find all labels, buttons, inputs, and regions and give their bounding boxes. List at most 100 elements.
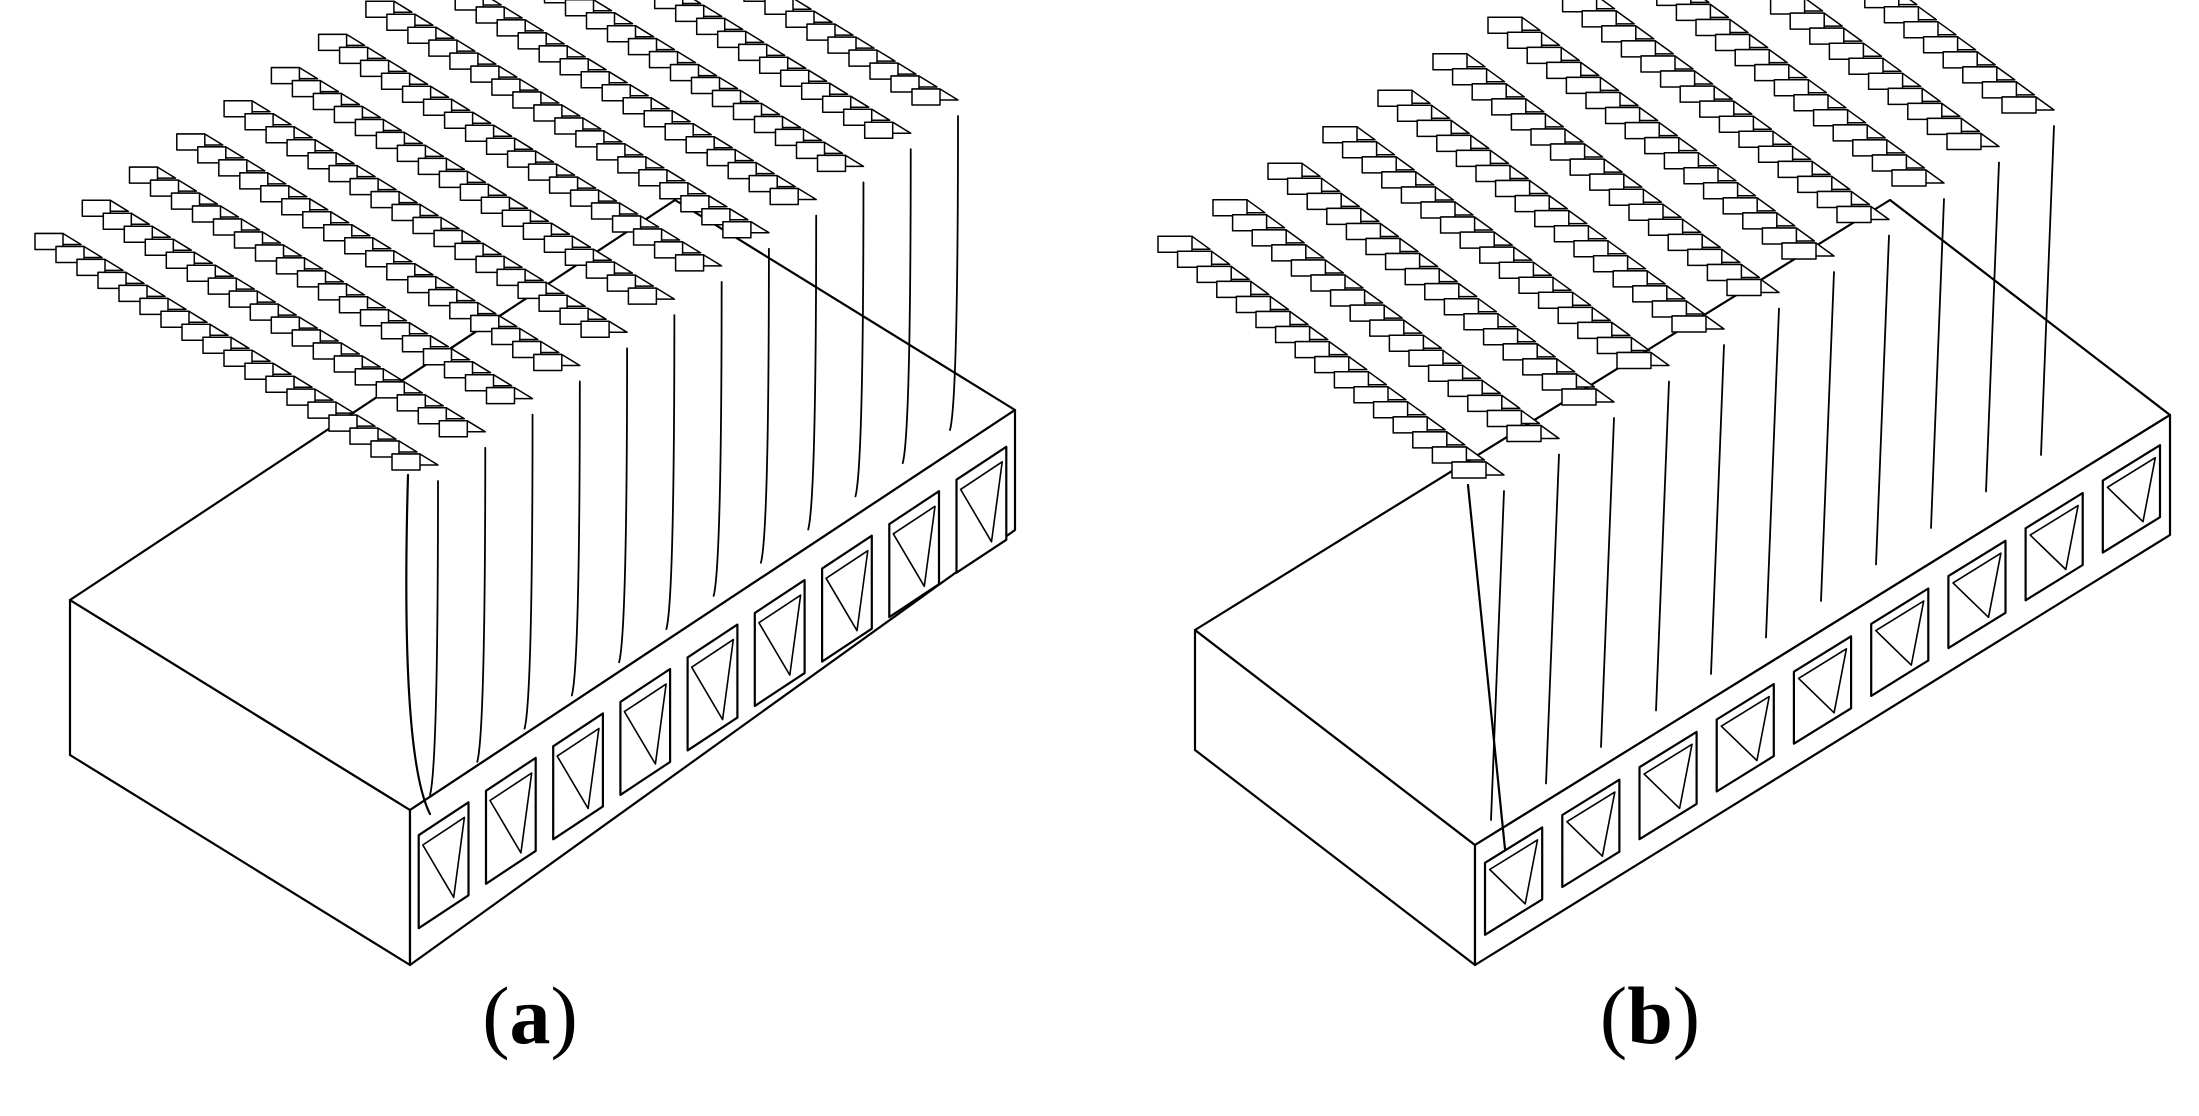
fin-face: [1907, 102, 1943, 121]
fin-face: [1569, 158, 1605, 176]
fin-row-curved-edge: [949, 115, 959, 431]
fin-face: [1353, 386, 1389, 404]
channel-web-triangle: [421, 816, 466, 899]
caption-b: (b): [1600, 975, 1700, 1057]
fin-face: [1852, 139, 1888, 157]
fin-face: [1322, 126, 1358, 144]
channel-web-triangle: [1952, 552, 2002, 619]
fin-face: [1577, 321, 1613, 340]
fin-face: [1742, 212, 1778, 230]
fin-face: [1467, 394, 1503, 413]
fin-face: [1329, 289, 1366, 307]
fin-face: [1754, 63, 1790, 82]
fin-face: [2001, 96, 2037, 114]
fin-face: [1773, 78, 1810, 97]
fin-face: [1431, 446, 1468, 464]
fin-face: [1903, 21, 1939, 39]
fin-face: [1271, 244, 1307, 262]
fin-face: [1726, 278, 1762, 297]
channel-web-triangle: [489, 772, 533, 854]
fin-face: [1404, 267, 1440, 286]
channel-web-triangle: [1720, 695, 1770, 762]
fin-face: [1424, 282, 1460, 301]
channel-opening: [2101, 444, 2162, 554]
fin-face: [1671, 315, 1707, 333]
fin-face: [1832, 124, 1868, 142]
fin-face: [1381, 171, 1417, 189]
fin-face: [1314, 355, 1350, 374]
fin-face: [391, 453, 421, 471]
fin-face: [1620, 40, 1657, 58]
fin-face: [1377, 89, 1413, 108]
fin-face: [1436, 134, 1472, 153]
fin-face: [1871, 154, 1908, 172]
fin-face: [1274, 325, 1311, 344]
fin-face: [1526, 46, 1562, 65]
fin-face: [1451, 461, 1487, 479]
fin-face: [1585, 91, 1621, 110]
fin-face: [1455, 149, 1492, 168]
channel-opening: [619, 667, 672, 797]
fin-face: [1372, 401, 1409, 419]
fin-face: [533, 353, 563, 372]
fin-face: [1510, 113, 1547, 131]
fin-face: [722, 220, 752, 239]
fin-row-curved-edge: [901, 148, 912, 465]
fin-face: [1612, 270, 1648, 288]
fin-face: [1416, 119, 1452, 138]
fin-face: [1231, 214, 1268, 232]
fin-face: [1506, 424, 1542, 443]
caption-a-open-paren: (: [482, 970, 510, 1061]
fin-face: [1518, 276, 1554, 295]
fin-face: [911, 88, 941, 106]
fin-face: [1891, 169, 1927, 187]
fin-face: [1541, 373, 1578, 391]
fin-face: [1216, 280, 1252, 299]
fin-face: [1836, 205, 1872, 224]
channel-opening: [484, 756, 537, 885]
channel-web-triangle: [556, 727, 600, 810]
fin-face: [1714, 33, 1751, 52]
channel-web-triangle: [1797, 647, 1848, 714]
fin-face: [1447, 379, 1483, 398]
fin-face: [1942, 51, 1978, 69]
fin-face: [1443, 297, 1480, 316]
fin-face: [1608, 188, 1645, 206]
fin-face: [1644, 136, 1680, 155]
channel-opening: [552, 712, 605, 841]
channel-web-triangle: [1488, 839, 1539, 905]
fin-face: [1647, 218, 1684, 237]
caption-b-open-paren: (: [1599, 970, 1628, 1061]
fin-face: [1589, 173, 1625, 191]
fin-face: [1981, 81, 2018, 99]
fin-face: [1286, 177, 1323, 196]
fin-face: [1392, 416, 1428, 434]
fin-face: [580, 320, 610, 339]
channel-web-triangle: [623, 683, 667, 765]
fin-face: [1581, 10, 1617, 28]
fin-face: [1369, 319, 1405, 337]
fin-face: [1396, 104, 1433, 123]
fin-face: [1557, 306, 1593, 325]
fin-face: [1816, 190, 1853, 209]
channel-opening: [1561, 778, 1621, 889]
fin-face: [1326, 207, 1362, 226]
fin-face: [1486, 409, 1523, 428]
fin-face: [1546, 61, 1582, 80]
fin-face: [1196, 265, 1232, 284]
fin-row-straight-edge: [1710, 344, 1725, 675]
caption-a-close-paren: ): [550, 970, 578, 1061]
fin-face: [1809, 27, 1845, 45]
fin-face: [1883, 5, 1920, 24]
fin-face: [1310, 274, 1346, 292]
fin-row-straight-edge: [1875, 234, 1890, 566]
fin-face: [1781, 242, 1817, 260]
fin-face: [1267, 162, 1303, 181]
fin-face: [1777, 160, 1813, 179]
panel-a-curved-fin-heat-sink: [34, 0, 1017, 967]
fin-face: [1922, 36, 1959, 54]
fin-stack-left-edge: [405, 473, 432, 816]
fin-face: [1255, 310, 1291, 329]
fin-face: [1734, 48, 1770, 67]
